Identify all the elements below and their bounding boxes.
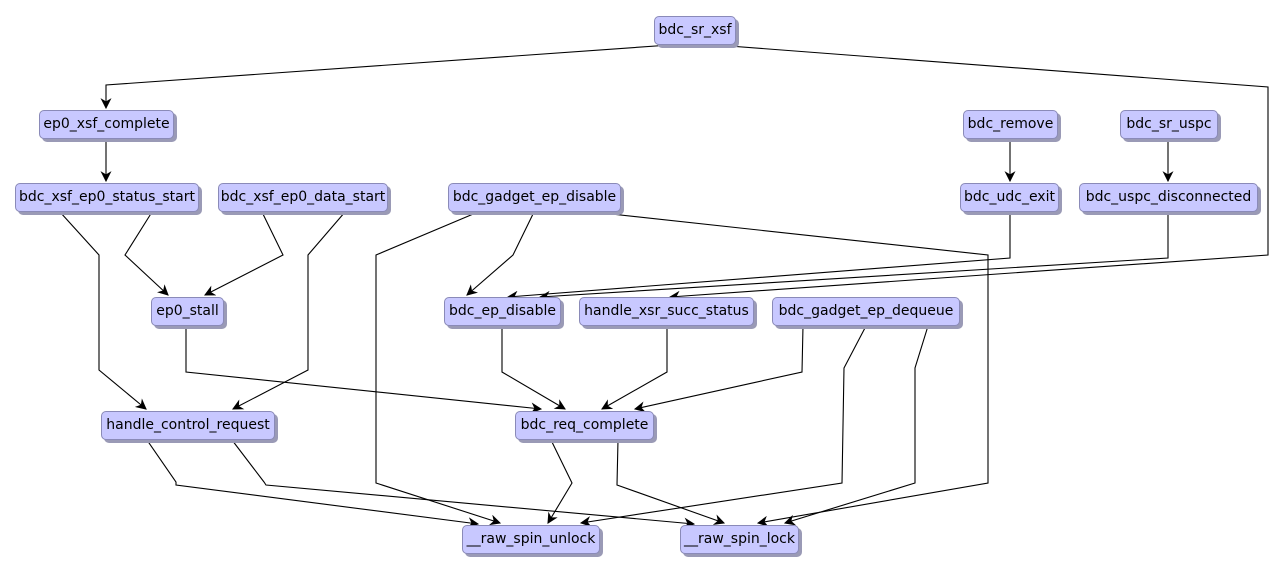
edge-bdc_udc_exit-to-bdc_ep_disable — [506, 212, 1011, 302]
edge-bdc_sr_xsf-to-ep0_xsf_complete — [100, 44, 671, 110]
edge-bdc_xsf_ep0_status_start-to-ep0_stall — [124, 211, 169, 296]
node-bdc-gadget-ep-dequeue[interactable]: bdc_gadget_ep_dequeue — [772, 297, 960, 326]
edge-bdc_gadget_ep_disable-to-raw_spin_lock — [592, 211, 989, 527]
node-bdc-udc-exit[interactable]: bdc_udc_exit — [960, 183, 1059, 212]
edge-bdc_req_complete-to-raw_spin_lock — [616, 439, 726, 525]
node-handle-control-request[interactable]: handle_control_request — [101, 411, 275, 440]
node-bdc-ep-disable[interactable]: bdc_ep_disable — [444, 297, 561, 326]
node-bdc-sr-uspc[interactable]: bdc_sr_uspc — [1120, 110, 1218, 139]
node-ep0-stall[interactable]: ep0_stall — [151, 297, 224, 326]
edge-bdc_gadget_ep_disable-to-raw_spin_unlock — [375, 211, 502, 526]
node-bdc-remove[interactable]: bdc_remove — [963, 110, 1058, 139]
node-bdc-xsf-ep0-data-start[interactable]: bdc_xsf_ep0_data_start — [218, 183, 388, 212]
edge-bdc_xsf_ep0_data_start-to-ep0_stall — [204, 211, 284, 296]
node-bdc-sr-xsf[interactable]: bdc_sr_xsf — [654, 16, 736, 45]
edge-bdc_gadget_ep_dequeue-to-bdc_req_complete — [633, 325, 804, 413]
edge-bdc_gadget_ep_dequeue-to-raw_spin_lock — [783, 325, 929, 526]
node-ep0-xsf-complete[interactable]: ep0_xsf_complete — [39, 110, 174, 139]
edge-bdc_xsf_ep0_status_start-to-handle_control_request — [59, 211, 147, 410]
edge-bdc_uspc_disconnected-to-bdc_ep_disable — [538, 212, 1169, 302]
edge-bdc_ep_disable-to-bdc_req_complete — [501, 326, 566, 410]
node-bdc-uspc-disconnected[interactable]: bdc_uspc_disconnected — [1079, 183, 1258, 212]
edge-handle_control_request-to-raw_spin_lock — [231, 439, 696, 529]
edge-bdc_sr_xsf-to-handle_xsr_succ_status — [668, 44, 1269, 302]
edge-bdc_xsf_ep0_data_start-to-handle_control_request — [232, 211, 346, 410]
node-bdc-gadget-ep-disable[interactable]: bdc_gadget_ep_disable — [448, 183, 621, 212]
edge-handle_control_request-to-raw_spin_unlock — [146, 439, 480, 529]
node-bdc-req-complete[interactable]: bdc_req_complete — [515, 411, 654, 440]
edge-bdc_gadget_ep_disable-to-bdc_ep_disable — [466, 211, 535, 296]
edge-handle_xsr_succ_status-to-bdc_req_complete — [601, 326, 668, 410]
node-handle-xsr-succ-status[interactable]: handle_xsr_succ_status — [579, 297, 754, 326]
node-raw-spin-lock[interactable]: __raw_spin_lock — [680, 525, 799, 554]
edge-bdc_gadget_ep_dequeue-to-raw_spin_unlock — [579, 325, 867, 527]
edge-ep0_stall-to-bdc_req_complete — [185, 326, 543, 414]
node-bdc-xsf-ep0-status-start[interactable]: bdc_xsf_ep0_status_start — [15, 183, 199, 212]
node-raw-spin-unlock[interactable]: __raw_spin_unlock — [462, 525, 600, 554]
edge-bdc_req_complete-to-raw_spin_unlock — [547, 439, 573, 524]
